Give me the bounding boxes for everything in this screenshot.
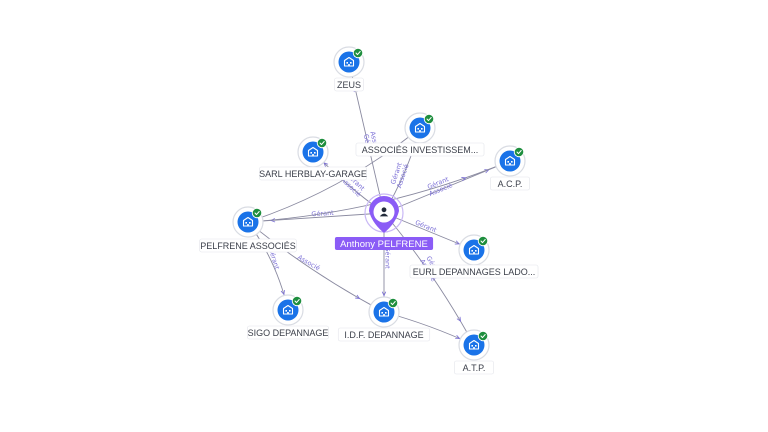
node-label-box xyxy=(490,176,530,191)
check-badge-icon xyxy=(513,146,525,158)
building-icon xyxy=(378,306,390,317)
edge-arrow-icon xyxy=(455,335,461,340)
nodes-layer: ZEUS ASSOCIÉS INVESTISSEM... SARL HERBLAY-… xyxy=(199,46,539,375)
building-icon xyxy=(504,155,516,166)
edge-arrow-icon xyxy=(461,177,467,182)
node-label: SARL HERBLAY-GARAGE xyxy=(259,169,367,179)
node-label: EURL DEPANNAGES LADO... xyxy=(413,267,536,277)
check-badge-icon xyxy=(477,330,489,342)
node-disc xyxy=(338,51,360,73)
company-node-eurl[interactable]: EURL DEPANNAGES LADO... xyxy=(409,234,539,279)
company-node-idf[interactable]: I.D.F. DEPANNAGE xyxy=(337,296,431,342)
check-badge-icon xyxy=(316,137,328,149)
node-label-box xyxy=(334,77,364,92)
person-icon xyxy=(379,207,389,217)
edge-label: Associé xyxy=(296,253,321,272)
node-disc xyxy=(237,211,259,233)
edge-arrow-icon xyxy=(355,294,361,300)
edge-arrow-icon xyxy=(456,316,462,323)
node-disc xyxy=(499,150,521,172)
edge-arrow-icon xyxy=(454,240,461,245)
check-badge-icon xyxy=(251,207,263,219)
node-label: A.C.P. xyxy=(498,179,523,189)
node-disc xyxy=(302,141,324,163)
edge-label: Gérant xyxy=(384,246,392,269)
company-node-atp[interactable]: A.T.P. xyxy=(454,329,494,375)
node-label: ASSOCIÉS INVESTISSEM... xyxy=(362,145,479,155)
node-label: ZEUS xyxy=(337,80,361,90)
node-disc xyxy=(277,299,299,321)
node-label: A.T.P. xyxy=(463,363,486,373)
building-icon xyxy=(468,339,480,350)
node-label-box xyxy=(355,142,485,157)
edge-label: Gérant xyxy=(414,218,438,234)
center-label: Anthony PELFRENE xyxy=(340,239,428,250)
node-label: SIGO DEPANNAGE xyxy=(248,328,329,338)
company-node-zeus[interactable]: ZEUS xyxy=(333,46,365,92)
building-icon xyxy=(307,146,319,157)
edge-arrow-icon xyxy=(381,291,387,297)
check-badge-icon xyxy=(387,297,399,309)
node-label-box xyxy=(337,327,431,342)
check-badge-icon xyxy=(423,113,435,125)
node-disc xyxy=(409,117,431,139)
company-node-herblay[interactable]: SARL HERBLAY-GARAGE xyxy=(259,136,367,181)
check-badge-icon xyxy=(291,295,303,307)
building-icon xyxy=(468,244,480,255)
building-icon xyxy=(343,56,355,67)
node-label-box xyxy=(247,325,329,340)
person-node-center[interactable]: Anthony PELFRENE xyxy=(334,193,434,250)
building-icon xyxy=(414,122,426,133)
company-node-acp[interactable]: A.C.P. xyxy=(490,145,530,191)
building-icon xyxy=(242,216,254,227)
node-label: I.D.F. DEPANNAGE xyxy=(344,330,423,340)
node-label-box xyxy=(199,238,297,253)
node-disc xyxy=(463,239,485,261)
check-badge-icon xyxy=(477,235,489,247)
edge-pelfrene-idf: Associé xyxy=(247,221,385,313)
edge-line xyxy=(247,221,385,313)
company-node-pelfrene[interactable]: PELFRENE ASSOCIÉS xyxy=(199,206,297,253)
node-label: PELFRENE ASSOCIÉS xyxy=(200,241,296,251)
node-disc xyxy=(373,301,395,323)
company-node-sigo[interactable]: SIGO DEPANNAGE xyxy=(247,294,329,340)
node-label-box xyxy=(454,360,494,375)
node-label-box xyxy=(409,264,539,279)
building-icon xyxy=(282,304,294,315)
node-label-box xyxy=(259,166,367,181)
node-disc xyxy=(463,334,485,356)
check-badge-icon xyxy=(352,47,364,59)
center-label-box xyxy=(334,237,434,250)
edge-arrow-icon xyxy=(280,289,285,296)
company-node-associes[interactable]: ASSOCIÉS INVESTISSEM... xyxy=(355,112,485,157)
